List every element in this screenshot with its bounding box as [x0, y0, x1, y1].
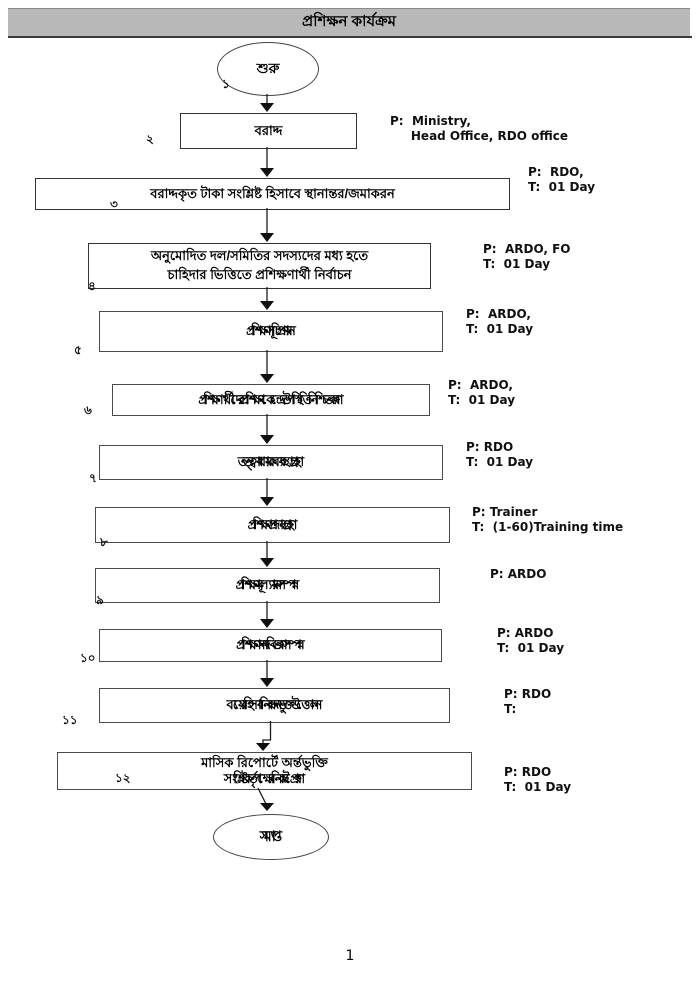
box-text: অনুমোদিত দল/সমিতির সদস্যদের মধ্য হতে [150, 248, 369, 264]
step-number-8: ৮ [100, 535, 108, 549]
annotation-line: P: RDO [466, 440, 514, 454]
title-underline [8, 36, 692, 38]
box-text: মাসিক রিপোর্টে অর্ন্তভুক্তি [201, 754, 328, 770]
arrowhead-icon [260, 558, 274, 567]
annotation-line: P: ARDO, [466, 307, 531, 321]
step-number-11: ১১ [62, 713, 78, 727]
annotation-line: T: [504, 702, 517, 716]
flow-box-step-10: প্রশিক্ষণসনদবিতরণসম্পন্ন [99, 629, 442, 662]
annotation-step-12: P: RDO T: 01 Day [504, 765, 571, 795]
arrowhead-icon [260, 435, 274, 444]
flow-box-fund-transfer: বরাদ্দকৃত টাকা সংশ্লিষ্ট হিসাবে স্থানান্… [35, 178, 510, 210]
step-number-12: ১২ [115, 771, 131, 785]
annotation-line: P: RDO, [528, 165, 584, 179]
box-text-garbled: প্রশিক্ষণসূচিপ্রণয়ন [246, 322, 296, 339]
arrowhead-icon [256, 743, 270, 751]
annotation-line: Head Office, RDO office [390, 129, 568, 143]
annotation-step-11: P: RDO T: [504, 687, 551, 717]
annotation-line: P: RDO [504, 687, 552, 701]
arrowhead-icon [260, 619, 274, 628]
arrow-line-slant [257, 787, 267, 805]
box-text-garbled: প্রশিক্ষণার্থীদেরপ্রশিক্ষণকেন্দ্রেউপস্থি… [198, 391, 343, 407]
flow-box-step-9: প্রশিক্ষণমূল্যায়নসম্পন্ন [95, 568, 440, 603]
step-number-1: ১ [222, 77, 230, 91]
step-number-10: ১০ [80, 651, 96, 665]
start-label: শুরু [256, 60, 280, 76]
step-number-5: ৫ [74, 343, 82, 357]
arrowhead-icon [260, 103, 274, 112]
box-text-garbled: তত্ত্বাবধায়কব্যবস্থাগ্রহণ [237, 453, 304, 470]
annotation-line: T: 01 Day [466, 322, 534, 336]
annotation-step-3: P: RDO, T: 01 Day [528, 165, 595, 195]
box-text: চাহিদার ভিত্তিতে প্রশিক্ষণার্থী নির্বাচন [167, 267, 352, 282]
annotation-line: P: ARDO, FO [483, 242, 571, 256]
box-text-garbled: প্রশিক্ষণমূল্যায়নসম্পন্ন [235, 576, 300, 593]
box-text-garbled: প্রশিক্ষণপ্রদানগ্রহণ [247, 516, 298, 532]
flow-box-step-7: তত্ত্বাবধায়কব্যবস্থাগ্রহণ [99, 445, 443, 480]
step-number-3: ৩ [110, 197, 118, 211]
arrowhead-icon [260, 803, 274, 811]
box-text: বরাদ্দকৃত টাকা সংশ্লিষ্ট হিসাবে স্থানান্… [150, 185, 395, 201]
annotation-line: T: 01 Day [504, 780, 572, 794]
annotation-line: T: 01 Day [448, 393, 516, 407]
flow-box-step-6: প্রশিক্ষণার্থীদেরপ্রশিক্ষণকেন্দ্রেউপস্থি… [112, 384, 430, 416]
page-title-bar: প্রশিক্ষন কার্যক্রম [8, 8, 690, 36]
arrowhead-icon [260, 301, 274, 310]
arrowhead-icon [260, 374, 274, 383]
annotation-line: T: 01 Day [528, 180, 596, 194]
annotation-step-9: P: ARDO [490, 567, 546, 582]
annotation-step-2: P: Ministry, Head Office, RDO office [390, 114, 568, 144]
flow-box-monthly-report: মাসিক রিপোর্টে অর্ন্তভুক্তি সংশ্লিষ্টকর্… [57, 752, 472, 790]
arrowhead-icon [260, 497, 274, 506]
annotation-line: P: ARDO [497, 626, 554, 640]
annotation-line: P: Trainer [472, 505, 538, 519]
flow-box-step-11: ব্যয়েরহিসাবনিবন্ধনভুক্তউত্তোলন [99, 688, 450, 723]
flow-box-step-8: প্রশিক্ষণপ্রদানগ্রহণ [95, 507, 450, 543]
arrowhead-icon [260, 168, 274, 177]
box-text-garbled: ব্যয়েরহিসাবনিবন্ধনভুক্তউত্তোলন [226, 696, 323, 713]
arrowhead-icon [260, 678, 274, 687]
end-terminator: সমাপ্ত [213, 814, 329, 860]
arrowhead-icon [260, 233, 274, 242]
step-number-9: ৯ [96, 593, 104, 607]
arrow-heads [256, 103, 274, 811]
start-terminator: শুরু [217, 42, 319, 96]
annotation-step-10: P: ARDO T: 01 Day [497, 626, 564, 656]
flow-box-trainee-selection: অনুমোদিত দল/সমিতির সদস্যদের মধ্য হতে চাহ… [88, 243, 431, 289]
annotation-step-6: P: ARDO, T: 01 Day [448, 378, 515, 408]
annotation-step-8: P: Trainer T: (1-60)Training time [472, 505, 623, 535]
annotation-line: P: RDO [504, 765, 552, 779]
step-number-4: ৪ [88, 279, 96, 293]
annotation-step-7: P: RDO T: 01 Day [466, 440, 533, 470]
box-text-garbled: সংশ্লিষ্টকর্তৃপক্ষেরনিকটপ্রেরণ [223, 770, 305, 787]
step-number-7: ৭ [89, 471, 97, 485]
step-number-6: ৬ [84, 403, 92, 417]
box-text: বরাদ্দ [254, 122, 283, 138]
annotation-line: T: 01 Day [466, 455, 534, 469]
annotation-step-5: P: ARDO, T: 01 Day [466, 307, 533, 337]
annotation-line: T: 01 Day [483, 257, 551, 271]
step-number-2: ২ [146, 132, 154, 146]
annotation-line: P: Ministry, [390, 114, 471, 128]
arrow-line-jog [262, 721, 272, 744]
annotation-line: T: 01 Day [497, 641, 565, 655]
annotation-line: P: ARDO [490, 567, 547, 581]
page-title: প্রশিক্ষন কার্যক্রম [302, 13, 396, 30]
flow-box-step-5: প্রশিক্ষণসূচিপ্রণয়ন [99, 311, 443, 352]
annotation-line: T: (1-60)Training time [472, 520, 624, 534]
annotation-step-4: P: ARDO, FO T: 01 Day [483, 242, 571, 272]
annotation-line: P: ARDO, [448, 378, 513, 392]
flow-box-allocation: বরাদ্দ [180, 113, 357, 149]
page-number: 1 [345, 948, 355, 964]
end-label: সমাপ্ত [259, 827, 282, 845]
arrow-lines [257, 94, 272, 805]
box-text-garbled: প্রশিক্ষণসনদবিতরণসম্পন্ন [236, 636, 305, 653]
